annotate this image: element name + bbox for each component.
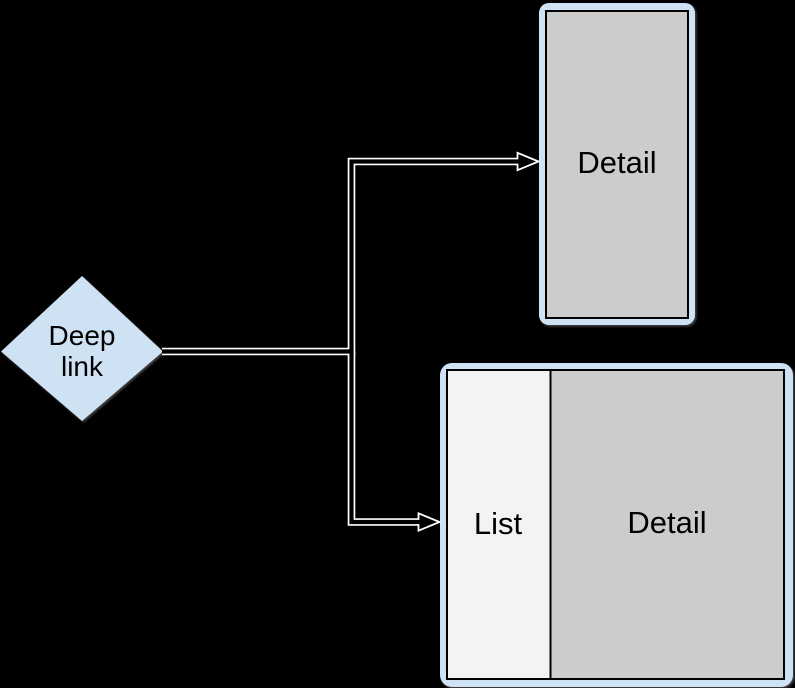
connector-outline-bottom-branch xyxy=(347,351,419,526)
tablet-list-pane xyxy=(447,370,550,679)
tablet-inner-border xyxy=(446,369,785,680)
deep-link-diamond xyxy=(1,276,163,421)
phone-screen xyxy=(545,10,689,319)
connector-core-top-branch xyxy=(162,159,529,354)
connector-core-bottom-branch xyxy=(349,351,430,525)
tablet-detail-pane xyxy=(550,370,784,679)
connector-outline-top-branch xyxy=(162,157,518,356)
